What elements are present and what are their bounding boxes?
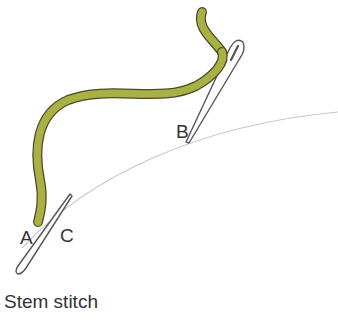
stitch-line bbox=[22, 112, 338, 248]
point-label: B bbox=[176, 122, 189, 141]
thread-outline bbox=[201, 12, 222, 52]
thread-outline bbox=[37, 52, 222, 222]
point-label: C bbox=[60, 226, 74, 245]
thread bbox=[37, 52, 222, 222]
point-label: A bbox=[20, 228, 33, 247]
caption: Stem stitch bbox=[4, 292, 98, 311]
thread bbox=[201, 12, 222, 52]
